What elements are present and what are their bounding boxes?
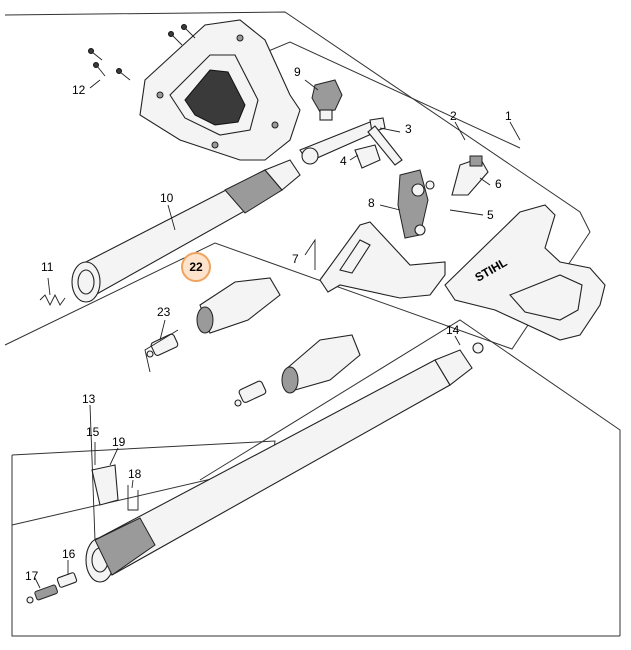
tube-part-10 [71,159,301,303]
callout-15: 15 [86,425,100,439]
handle-housing-upper [139,19,301,161]
callout-16: 16 [62,547,76,561]
clip-part-19 [91,464,119,506]
callout-14: 14 [446,323,460,337]
spring-part-11 [39,293,66,307]
handle-shell-part-7 [319,221,446,299]
callout-7: 7 [292,252,299,266]
callout-10: 10 [160,191,174,205]
callout-9: 9 [294,65,301,79]
fitting-part-16 [56,572,78,588]
callout-22: 22 [189,260,203,274]
callout-13: 13 [82,392,96,406]
clip-part-4 [354,144,381,169]
callout-11: 11 [41,260,54,274]
callout-6: 6 [495,177,502,191]
trigger-rod-part-3 [299,117,403,166]
pin-part-18 [127,485,139,511]
callout-12: 12 [72,83,86,97]
leader-lines [34,79,521,589]
callout-8: 8 [368,196,375,210]
assembly-frame-lower [11,319,621,637]
callout-3: 3 [405,122,412,136]
valve-body-part-5 [397,169,435,239]
lance-part-13 [85,342,484,583]
nozzle-part-22 [196,277,281,334]
callout-22-highlight: 22 [181,252,211,282]
fitting-part-17 [26,584,58,604]
nozzle-middle [234,334,361,407]
callout-5: 5 [487,208,494,222]
callout-17: 17 [25,569,39,583]
callout-1: 1 [505,109,512,123]
main-handle-part-1: STIHL [444,204,606,341]
screws-group [88,24,196,81]
lever-part-6 [451,155,489,196]
callout-19: 19 [112,435,126,449]
callout-18: 18 [128,467,142,481]
nozzle-insert-part-23 [146,333,179,358]
valve-part-9 [311,79,343,121]
callout-4: 4 [340,154,347,168]
callout-labels: 1 2 3 4 5 6 7 8 9 10 11 12 13 14 15 16 1… [25,65,512,583]
callout-2: 2 [450,109,457,123]
callout-23: 23 [157,305,171,319]
